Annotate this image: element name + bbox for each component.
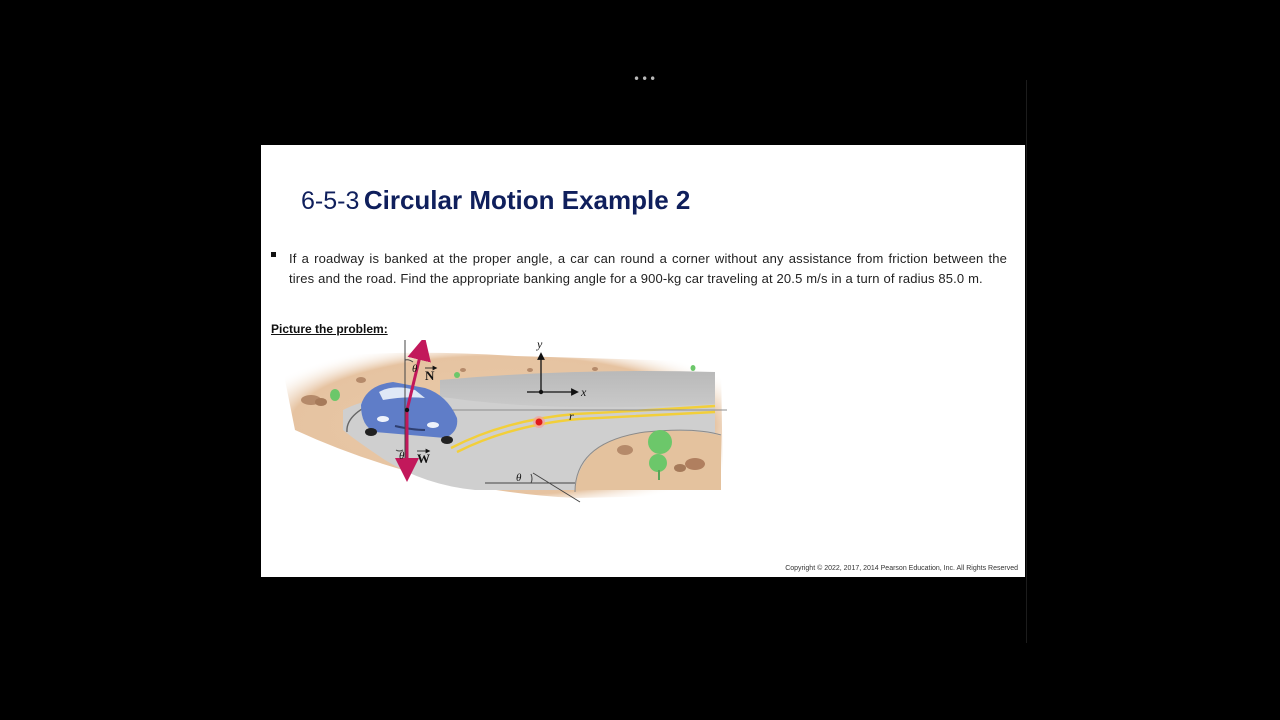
- axis-origin: [538, 389, 544, 395]
- car-headlight-right: [427, 422, 439, 428]
- bank-slope: [532, 472, 581, 503]
- shrub-4: [648, 430, 672, 454]
- car-headlight-left: [377, 416, 389, 422]
- normal-force-label: N: [425, 368, 435, 383]
- bullet-square-icon: [271, 252, 276, 257]
- bullet-text: If a roadway is banked at the proper ang…: [289, 251, 1007, 286]
- axis-x-label: x: [580, 385, 587, 399]
- slide-title-text: Circular Motion Example 2: [363, 185, 691, 215]
- rock-9: [592, 367, 598, 371]
- slide-title-number: 6-5-3: [301, 187, 360, 215]
- banked-curve-figure: y x r N W θ θ θ: [281, 340, 727, 503]
- car-tire-left: [365, 428, 377, 436]
- bullet-item: If a roadway is banked at the proper ang…: [271, 249, 1007, 288]
- shrub-5: [649, 454, 667, 472]
- laser-pointer-dot: [535, 418, 543, 426]
- theta-label-top: θ: [412, 363, 418, 375]
- rock-5: [685, 458, 705, 470]
- radius-label: r: [569, 409, 574, 423]
- shrub-3: [690, 365, 696, 371]
- theta-label-bottom: θ: [399, 450, 405, 462]
- rock-8: [527, 368, 533, 372]
- shrub-2: [454, 372, 460, 378]
- normal-force-vector: [405, 340, 431, 411]
- slide: 6-5-3 Circular Motion Example 2 If a roa…: [261, 145, 1025, 577]
- inner-island: [575, 430, 721, 490]
- weight-label: W: [417, 451, 430, 466]
- lane-line-2: [456, 410, 716, 454]
- bank-angle-arc: [530, 473, 533, 484]
- more-options-icon[interactable]: •••: [633, 72, 658, 86]
- rock-4: [617, 445, 633, 455]
- car-tire-right: [441, 436, 453, 444]
- inner-curb: [574, 429, 722, 493]
- shrub-1: [330, 389, 340, 401]
- rock-7: [460, 368, 466, 372]
- theta-arc-bottom: [395, 449, 404, 452]
- slide-title: 6-5-3 Circular Motion Example 2: [301, 185, 690, 216]
- rock-3: [356, 377, 366, 383]
- rock-2: [315, 398, 327, 406]
- viewer-divider: [1026, 80, 1027, 643]
- car-windshield: [379, 387, 425, 400]
- copyright-notice: Copyright © 2022, 2017, 2014 Pearson Edu…: [785, 565, 1018, 572]
- rock-6: [674, 464, 686, 472]
- axis-y-label: y: [536, 340, 543, 351]
- car-center-dot: [404, 407, 410, 413]
- car-grille: [394, 425, 426, 431]
- theta-label-bank: θ: [516, 472, 522, 484]
- lane-line-1: [450, 404, 716, 450]
- picture-problem-label: Picture the problem:: [271, 322, 388, 336]
